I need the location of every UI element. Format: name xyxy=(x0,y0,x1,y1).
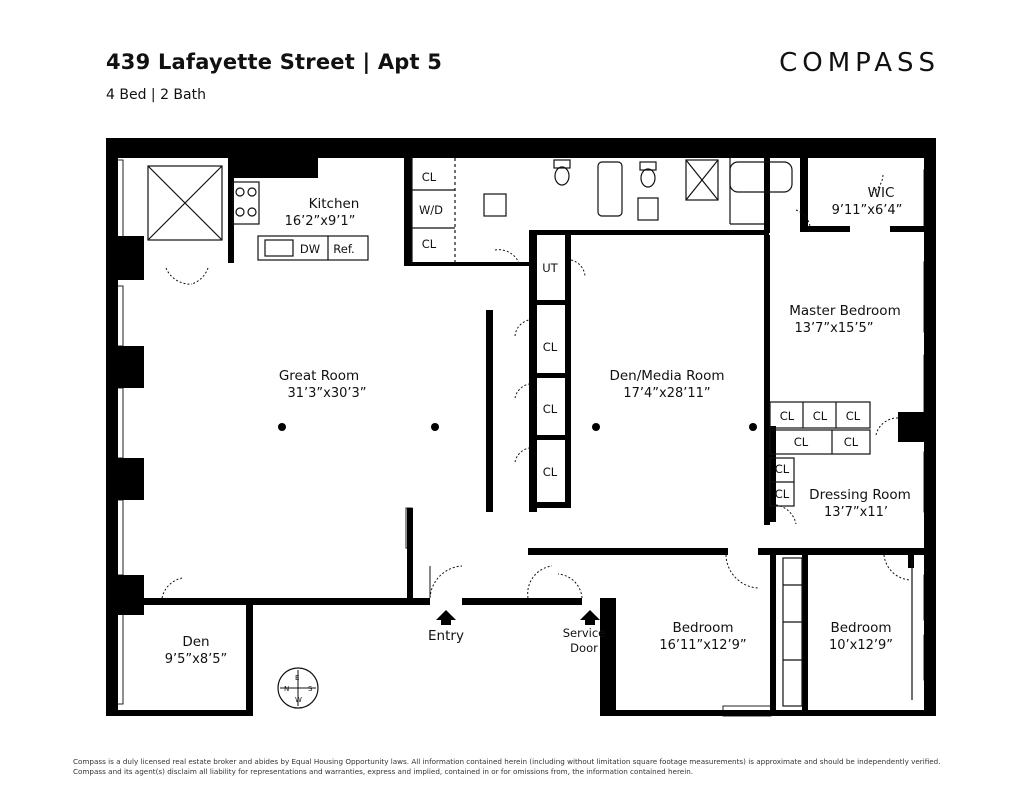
legal-disclaimer: Compass is a duly licensed real estate b… xyxy=(73,757,973,777)
closet-label: CL xyxy=(422,237,437,251)
wic-dims: 9’11”x6’4” xyxy=(832,203,903,218)
doors xyxy=(161,174,911,599)
entry-arrows xyxy=(436,610,600,625)
page-title: 439 Lafayette Street | Apt 5 xyxy=(106,50,443,74)
kitchen-sink-icon xyxy=(264,239,294,257)
closet-label: CL xyxy=(543,402,558,416)
room-labels: Kitchen 16’2”x9’1” Great Room 31’3”x30’3… xyxy=(165,185,911,667)
compass-logo: COMPASS xyxy=(779,48,940,78)
elevator-shaft xyxy=(147,165,223,241)
bedroom-1-name: Bedroom xyxy=(672,620,733,636)
stove xyxy=(232,181,260,225)
bedroom-2-name: Bedroom xyxy=(830,620,891,636)
bedroom-2-dims: 10’x12’9” xyxy=(829,638,893,653)
bathtub-1-icon xyxy=(597,161,623,217)
compass-north: N xyxy=(284,685,289,693)
wic-name: WIC xyxy=(868,185,895,201)
den-media-room-dims: 17’4”x28’11” xyxy=(623,386,710,401)
bathtub-2-icon xyxy=(729,161,793,193)
compass-rose: N S E W xyxy=(277,667,319,709)
closet-label: CL xyxy=(844,435,859,449)
kitchen-counter xyxy=(257,235,369,261)
master-bedroom-dims: 13’7”x15’5” xyxy=(794,321,873,336)
great-room-dims: 31’3”x30’3” xyxy=(287,386,366,401)
closet-labels: CL W/D CL DW Ref. UT CL CL CL CL CL CL C… xyxy=(300,170,861,501)
sink-1-icon xyxy=(483,193,507,217)
closet-label: CL xyxy=(775,487,790,501)
den-name: Den xyxy=(182,634,209,650)
closet-label: CL xyxy=(780,409,795,423)
columns xyxy=(278,423,757,431)
closet-label: CL xyxy=(846,409,861,423)
compass-south: S xyxy=(308,685,313,693)
compass-west: W xyxy=(295,696,302,704)
service-door-arrow-icon xyxy=(580,610,600,625)
page-subtitle: 4 Bed | 2 Bath xyxy=(106,87,206,103)
kitchen-name: Kitchen xyxy=(309,196,360,212)
den-dims: 9’5”x8’5” xyxy=(165,652,228,667)
closet-label: CL xyxy=(422,170,437,184)
kitchen-dims: 16’2”x9’1” xyxy=(285,214,356,229)
den-media-room-name: Den/Media Room xyxy=(609,368,724,384)
sink-2-icon xyxy=(637,197,659,221)
closet-label: CL xyxy=(543,465,558,479)
compass-east: E xyxy=(295,674,299,682)
closet-label: CL xyxy=(775,462,790,476)
master-bedroom-name: Master Bedroom xyxy=(789,303,900,319)
refrigerator-label: Ref. xyxy=(333,242,354,256)
closet-label: CL xyxy=(543,340,558,354)
toilet-1-icon xyxy=(554,166,570,186)
fixtures xyxy=(147,158,913,707)
service-door-label-line1: Service xyxy=(563,626,606,640)
closet-label: CL xyxy=(794,435,809,449)
bedroom-1-dims: 16’11”x12’9” xyxy=(659,638,746,653)
dishwasher-label: DW xyxy=(300,242,320,256)
dressing-room-dims: 13’7”x11’ xyxy=(824,505,888,520)
dressing-room-name: Dressing Room xyxy=(809,487,911,503)
disclaimer-line-2: Compass and its agent(s) disclaim all li… xyxy=(73,767,694,776)
service-door-label-line2: Door xyxy=(570,641,598,655)
shower-icon xyxy=(685,159,719,201)
great-room-name: Great Room xyxy=(279,368,359,384)
closet-label: CL xyxy=(813,409,828,423)
utility-label: UT xyxy=(542,261,558,275)
entry-label: Entry xyxy=(428,628,464,644)
walls xyxy=(106,138,936,716)
toilet-2-icon xyxy=(640,168,656,188)
entry-arrow-icon xyxy=(436,610,456,625)
disclaimer-line-1: Compass is a duly licensed real estate b… xyxy=(73,757,941,766)
washer-dryer-label: W/D xyxy=(419,203,443,217)
